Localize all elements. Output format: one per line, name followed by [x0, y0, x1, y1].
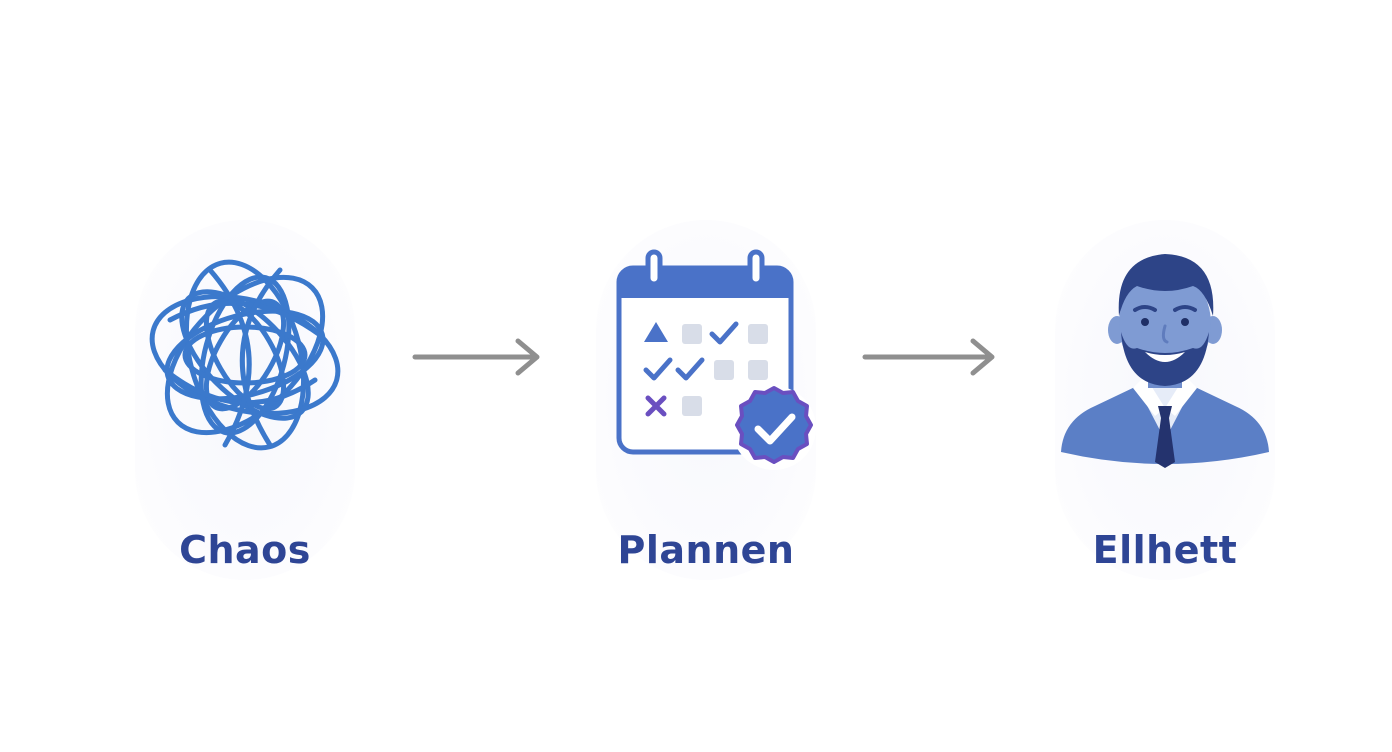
check-icon	[709, 321, 739, 345]
step-label-chaos: Chaos	[179, 528, 311, 572]
plannen-icon-wrap	[586, 240, 826, 470]
step-label-ellhett: Ellhett	[1092, 528, 1238, 572]
step-label-plannen: Plannen	[617, 528, 795, 572]
check-icon	[675, 357, 705, 381]
step-ellhett: Ellhett	[1045, 220, 1285, 580]
tangled-knot-icon	[149, 259, 341, 451]
verified-badge-icon	[732, 386, 816, 470]
triangle-icon	[644, 322, 668, 342]
arrow-right-icon	[862, 338, 995, 376]
cross-icon	[645, 395, 667, 417]
step-plannen: Plannen	[586, 220, 826, 580]
calendar-checklist-icon	[616, 249, 816, 470]
chaos-icon-wrap	[125, 240, 365, 470]
ellhett-icon-wrap	[1045, 240, 1285, 470]
step-chaos: Chaos	[125, 220, 365, 580]
arrow-right-icon	[412, 338, 540, 376]
smiling-person-icon	[1061, 254, 1269, 468]
check-icon	[643, 357, 673, 381]
